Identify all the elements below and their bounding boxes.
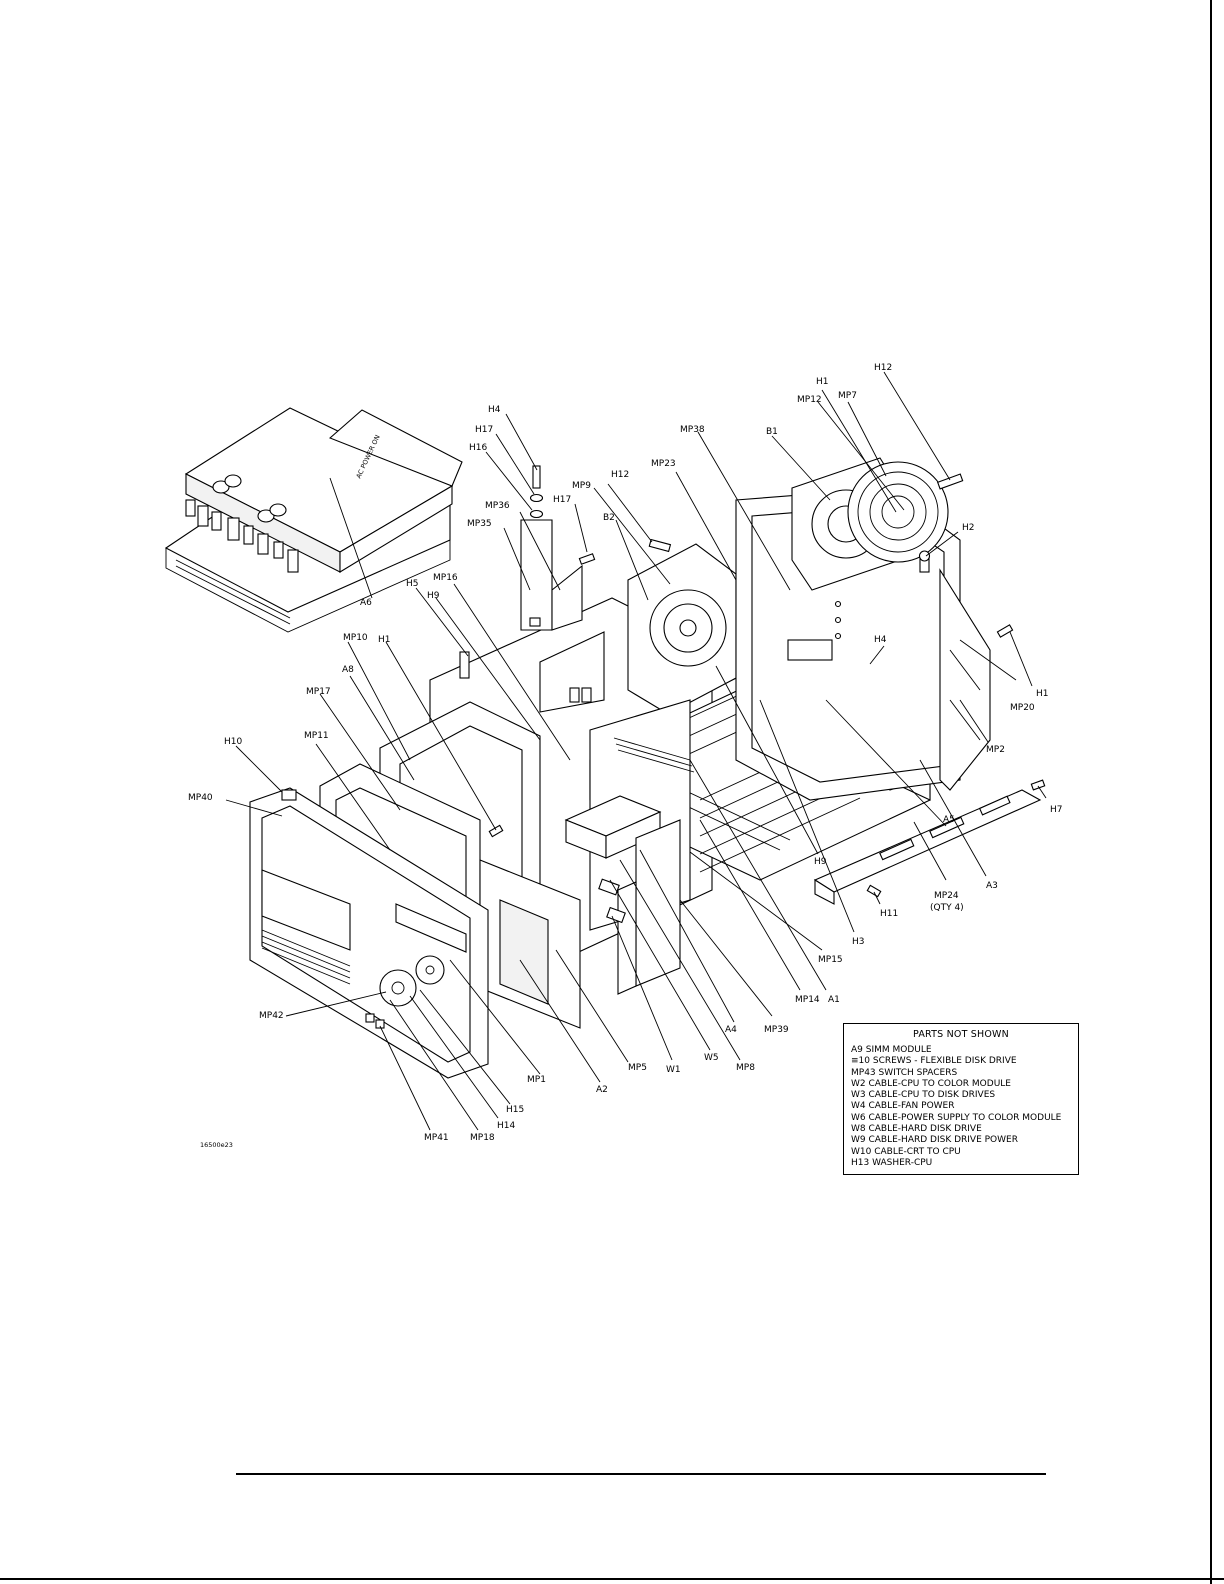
legend-item: W10 CABLE-CRT TO CPU: [851, 1146, 961, 1157]
label-mp40: MP40: [188, 793, 213, 803]
display-board-a2: [479, 859, 581, 1029]
label-a5: A5: [943, 815, 955, 825]
label-a2: A2: [596, 1085, 608, 1095]
label-mp7: MP7: [838, 391, 857, 401]
label-a4: A4: [725, 1025, 737, 1035]
fan-guard-mp7: [847, 461, 949, 563]
legend-item: ≡10 SCREWS - FLEXIBLE DISK DRIVE: [851, 1056, 1017, 1067]
label-h11: H11: [880, 909, 898, 919]
label-qty4: (QTY 4): [930, 903, 964, 913]
label-h1-right: H1: [1036, 689, 1049, 699]
knob-mp18: [379, 955, 445, 1007]
label-h14: H14: [497, 1121, 515, 1131]
legend-item: W9 CABLE-HARD DISK DRIVE POWER: [851, 1135, 1018, 1146]
legend-list: A9 SIMM MODULE ≡10 SCREWS - FLEXIBLE DIS…: [851, 1045, 1061, 1169]
label-b2: B2: [603, 513, 615, 523]
parts-not-shown-legend: PARTS NOT SHOWN A9 SIMM MODULE ≡10 SCREW…: [843, 1023, 1079, 1175]
label-b1: B1: [766, 427, 778, 437]
legend-item: W4 CABLE-FAN POWER: [851, 1101, 955, 1112]
label-h4-right: H4: [874, 635, 887, 645]
label-mp38: MP38: [680, 425, 705, 435]
power-supply-a6: [164, 407, 463, 633]
label-a8: A8: [342, 665, 354, 675]
rear-panel-mp38: [735, 487, 961, 801]
label-h12-top: H12: [874, 363, 892, 373]
label-mp18: MP18: [470, 1133, 495, 1143]
label-w1: W1: [666, 1065, 681, 1075]
label-mp9: MP9: [572, 481, 591, 491]
standoff-mp41: [365, 1013, 385, 1029]
rear-plate-mp2: [939, 568, 991, 791]
connector-w5: [606, 906, 626, 924]
label-mp39: MP39: [764, 1025, 789, 1035]
label-h16: H16: [469, 443, 487, 453]
legend-item: W8 CABLE-HARD DISK DRIVE: [851, 1124, 982, 1135]
label-h1-left: H1: [378, 635, 391, 645]
label-h12: H12: [611, 470, 629, 480]
legend-title: PARTS NOT SHOWN: [913, 1029, 1009, 1040]
connector-w1: [598, 878, 620, 896]
footer-rule: [236, 1473, 1046, 1475]
label-a6: A6: [360, 598, 372, 608]
label-mp42: MP42: [259, 1011, 284, 1021]
label-w5: W5: [704, 1053, 719, 1063]
screw-h11: [866, 884, 882, 898]
label-h17: H17: [553, 495, 571, 505]
label-mp12: MP12: [797, 395, 822, 405]
leader-lines: [225, 371, 1047, 1131]
label-mp11: MP11: [304, 731, 329, 741]
label-h1-top: H1: [816, 377, 829, 387]
legend-item: MP43 SWITCH SPACERS: [851, 1067, 958, 1078]
front-panel-mp40: [249, 787, 489, 1079]
figure-id: 16500e23: [200, 1141, 233, 1149]
legend-item: W2 CABLE-CPU TO COLOR MODULE: [851, 1078, 1011, 1089]
screw-h4-top: [529, 465, 544, 519]
label-mp8: MP8: [736, 1063, 755, 1073]
page-edge-right: [1210, 0, 1212, 1584]
label-h9-right: H9: [814, 857, 827, 867]
label-h3: H3: [852, 937, 865, 947]
label-mp2: MP2: [986, 745, 1005, 755]
label-mp1: MP1: [527, 1075, 546, 1085]
screw-h2: [918, 550, 931, 573]
label-mp20: MP20: [1010, 703, 1035, 713]
label-mp16: MP16: [433, 573, 458, 583]
label-h5: H5: [406, 579, 419, 589]
page-edge-bottom: [0, 1578, 1224, 1580]
label-h15: H15: [506, 1105, 524, 1115]
label-mp10: MP10: [343, 633, 368, 643]
legend-item: H13 WASHER-CPU: [851, 1157, 933, 1168]
label-mp17: MP17: [306, 687, 331, 697]
screw-h7: [1030, 779, 1046, 791]
label-h7: H7: [1050, 805, 1063, 815]
label-mp24: MP24: [934, 891, 959, 901]
label-h4-top: H4: [488, 405, 501, 415]
screw-h17: [578, 553, 596, 565]
label-mp35: MP35: [467, 519, 492, 529]
label-a1: A1: [828, 995, 840, 1005]
brackets-mp35-mp36: [520, 519, 583, 631]
label-mp41: MP41: [424, 1133, 449, 1143]
label-mp15: MP15: [818, 955, 843, 965]
label-h10: H10: [224, 737, 242, 747]
label-h9-left: H9: [427, 591, 440, 601]
legend-item: W3 CABLE-CPU TO DISK DRIVES: [851, 1090, 996, 1101]
label-h17-top: H17: [475, 425, 493, 435]
fan-b2: [627, 543, 737, 715]
legend-item: W6 CABLE-POWER SUPPLY TO COLOR MODULE: [851, 1112, 1062, 1123]
label-mp23: MP23: [651, 459, 676, 469]
legend-item: A9 SIMM MODULE: [851, 1045, 932, 1055]
label-h2: H2: [962, 523, 975, 533]
label-mp14: MP14: [795, 995, 820, 1005]
screw-h1: [488, 624, 1014, 838]
hard-disk-mp39: [617, 819, 681, 995]
label-mp36: MP36: [485, 501, 510, 511]
label-mp5: MP5: [628, 1063, 647, 1073]
label-a3: A3: [986, 881, 998, 891]
